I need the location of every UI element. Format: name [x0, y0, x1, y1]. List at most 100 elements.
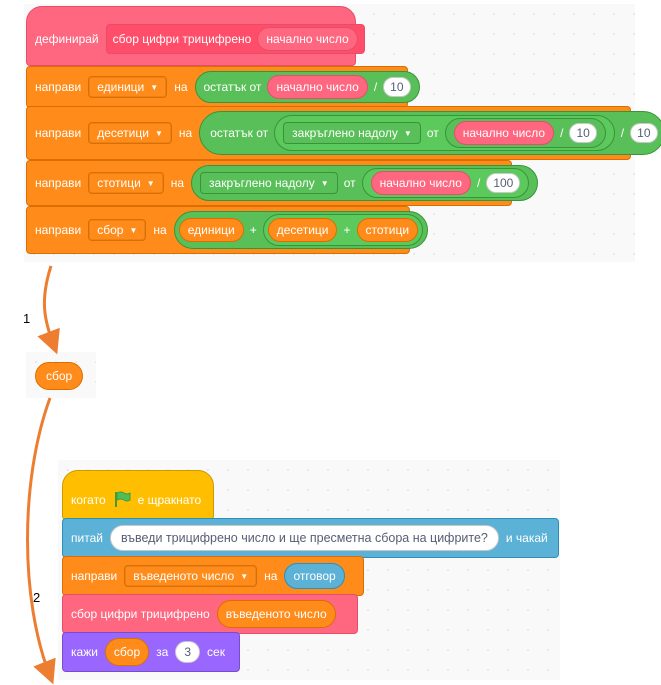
from-label: от: [426, 126, 439, 140]
set-label: направи: [35, 176, 82, 190]
set-hundreds-block[interactable]: направи стотици ▼ на закръглено надолу▼ о…: [26, 160, 539, 206]
number-input[interactable]: 10: [383, 77, 411, 97]
param-reporter[interactable]: начално число: [453, 121, 555, 145]
on-label: на: [174, 80, 188, 94]
round-reporter[interactable]: закръглено надолу▼ от начално число / 10…: [191, 165, 539, 201]
number-value: 10: [390, 80, 404, 94]
var-reporter-label: единици: [187, 223, 235, 237]
step-1-label: 1: [23, 311, 31, 326]
number-value: 10: [576, 126, 590, 140]
chevron-down-icon: ▼: [403, 128, 412, 138]
var-dropdown-tens[interactable]: десетици▼: [88, 122, 172, 144]
var-reporter-units[interactable]: единици: [178, 218, 244, 242]
plus-label: +: [343, 223, 351, 237]
var-reporter-label: десетици: [276, 223, 329, 237]
number-input[interactable]: 100: [486, 173, 521, 193]
for-label: за: [156, 645, 169, 659]
set-label: направи: [35, 80, 82, 94]
mod-reporter[interactable]: остатък от начално число / 10: [194, 71, 420, 103]
number-value: 100: [493, 176, 514, 190]
number-value: 10: [637, 126, 651, 140]
sum-reporter[interactable]: сбор: [35, 362, 84, 390]
number-input[interactable]: 10: [569, 123, 597, 143]
var-dropdown-sum[interactable]: сбор ▼: [88, 219, 147, 241]
plus-label: +: [249, 223, 257, 237]
param-label: начално число: [276, 80, 359, 94]
set-sum-block[interactable]: направи сбор ▼ на единици + десетици + ст…: [26, 206, 429, 254]
chevron-down-icon: ▼: [146, 178, 155, 188]
round-label: закръглено надолу: [292, 126, 398, 140]
var-dropdown-units[interactable]: единици ▼: [88, 76, 168, 98]
step-2-label: 2: [33, 590, 41, 605]
on-label: на: [170, 176, 185, 190]
answer-label: отговор: [293, 569, 336, 583]
mod-reporter[interactable]: остатък от закръглено надолу ▼ от начално…: [199, 111, 661, 155]
ask-label: питай: [71, 531, 103, 545]
when-flag-clicked-block[interactable]: когато e щракнато: [62, 470, 214, 520]
sum-reporter-label: сбор: [46, 369, 73, 383]
sum-reporter-label: сбор: [113, 645, 141, 659]
mod-label: остатък от: [210, 126, 269, 140]
var-dropdown-entered[interactable]: въведеното число ▼: [124, 565, 258, 587]
say-for-secs-block[interactable]: кажи сбор за 3 сек: [62, 632, 240, 672]
round-label: закръглено надолу: [209, 176, 315, 190]
var-dropdown-label: въведеното число: [133, 569, 235, 583]
round-reporter[interactable]: закръглено надолу ▼ от начално число / 10: [274, 115, 615, 151]
set-label: направи: [35, 223, 82, 237]
on-label: на: [153, 223, 167, 237]
var-dropdown-label: сбор: [97, 223, 124, 237]
call-label: сбор цифри трицифрено: [71, 607, 210, 621]
when-label: когато: [71, 493, 106, 507]
divide-reporter[interactable]: начално число / 100: [361, 168, 530, 198]
var-reporter-tens[interactable]: десетици: [267, 218, 338, 242]
round-dropdown[interactable]: закръглено надолу ▼: [283, 122, 421, 144]
param-reporter[interactable]: начално число: [267, 75, 368, 99]
on-label: на: [178, 126, 193, 140]
set-label: направи: [71, 569, 118, 583]
wait-label: и чакай: [505, 531, 548, 545]
set-entered-number-block[interactable]: направи въведеното число ▼ на отговор: [62, 556, 364, 596]
define-param-label: начално число: [266, 32, 349, 46]
divide-reporter[interactable]: начално число / 10: [444, 118, 606, 148]
add-reporter-outer[interactable]: единици + десетици + стотици: [173, 211, 429, 249]
param-label: начално число: [462, 126, 546, 140]
number-input[interactable]: 10: [630, 123, 658, 143]
entered-number-reporter[interactable]: въведеното число: [216, 600, 336, 628]
arrow-2: [26, 397, 56, 685]
chevron-down-icon: ▼: [154, 128, 163, 138]
var-dropdown-hundreds[interactable]: стотици ▼: [88, 172, 164, 194]
define-prototype[interactable]: сбор цифри трицифрено начално число: [105, 24, 365, 54]
entered-number-label: въведеното число: [225, 607, 327, 621]
call-custom-block[interactable]: сбор цифри трицифрено въведеното число: [62, 594, 358, 634]
set-label: направи: [35, 126, 82, 140]
question-text: въведи трицифрено число и ще пресметна с…: [120, 531, 488, 545]
var-dropdown-label: единици: [97, 80, 145, 94]
chevron-down-icon: ▼: [240, 571, 249, 581]
add-reporter-inner[interactable]: десетици + стотици: [262, 214, 424, 246]
divide-label: /: [620, 126, 625, 140]
var-reporter-hundreds[interactable]: стотици: [356, 218, 419, 242]
define-block[interactable]: дефинирай сбор цифри трицифрено начално …: [26, 6, 365, 66]
answer-reporter[interactable]: отговор: [284, 563, 345, 589]
secs-input[interactable]: 3: [175, 641, 201, 663]
chevron-down-icon: ▼: [129, 225, 138, 235]
sum-reporter-inline[interactable]: сбор: [104, 638, 150, 666]
chevron-down-icon: ▼: [150, 82, 159, 92]
question-input[interactable]: въведи трицифрено число и ще пресметна с…: [109, 525, 499, 551]
var-dropdown-label: стотици: [97, 176, 141, 190]
define-param[interactable]: начално число: [257, 27, 358, 51]
round-dropdown[interactable]: закръглено надолу▼: [200, 172, 338, 194]
green-flag-icon: [113, 490, 131, 511]
set-tens-block[interactable]: направи десетици▼ на остатък от закръгле…: [26, 106, 661, 160]
from-label: от: [343, 176, 356, 190]
ask-and-wait-block[interactable]: питай въведи трицифрено число и ще пресм…: [62, 518, 559, 558]
sec-label: сек: [207, 645, 225, 659]
var-reporter-label: стотици: [365, 223, 410, 237]
flag-label: e щракнато: [137, 493, 202, 507]
define-label: дефинирай: [35, 32, 99, 46]
param-reporter[interactable]: начално число: [370, 171, 471, 195]
on-label: на: [264, 569, 278, 583]
set-units-block[interactable]: направи единици ▼ на остатък от начално ч…: [26, 66, 420, 108]
divide-label: /: [373, 80, 378, 94]
